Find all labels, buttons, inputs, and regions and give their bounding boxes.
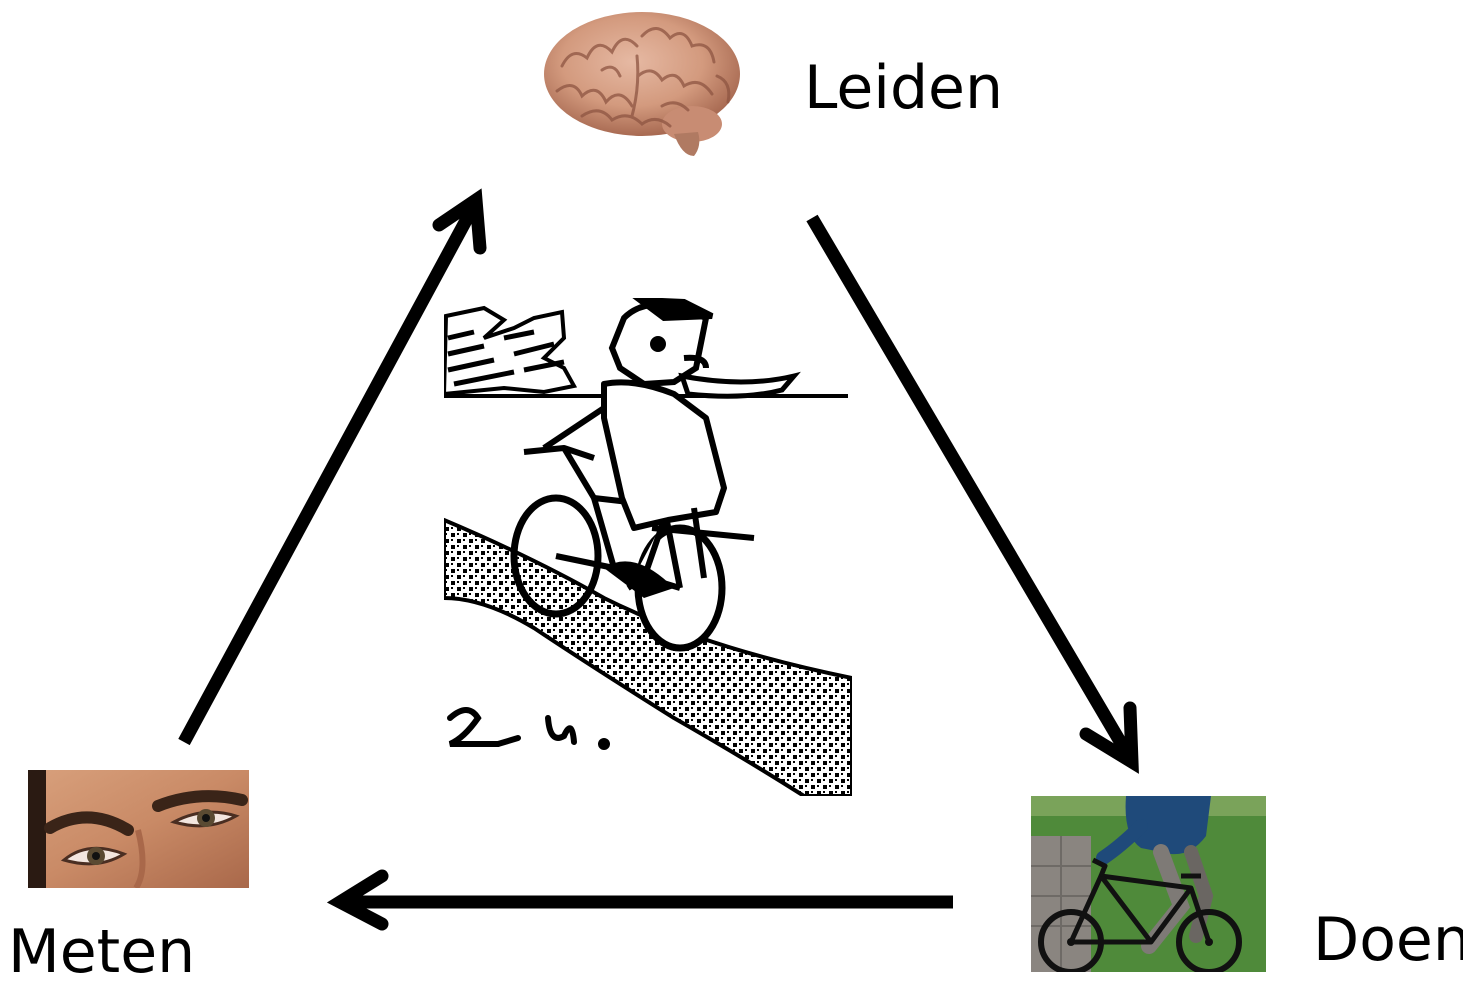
eyes-icon xyxy=(28,770,249,888)
node-label-meten: Meten xyxy=(8,917,196,987)
arrow-meten-to-leiden xyxy=(178,188,487,746)
arrow-leiden-to-doen xyxy=(806,214,1139,774)
arrow-doen-to-meten xyxy=(326,869,953,931)
person-cycling-photo xyxy=(1031,796,1266,972)
cartoon-cyclist-illustration xyxy=(444,298,852,796)
brain-icon xyxy=(542,6,742,161)
node-label-leiden: Leiden xyxy=(804,53,1003,123)
node-label-doen: Doen xyxy=(1313,905,1463,975)
